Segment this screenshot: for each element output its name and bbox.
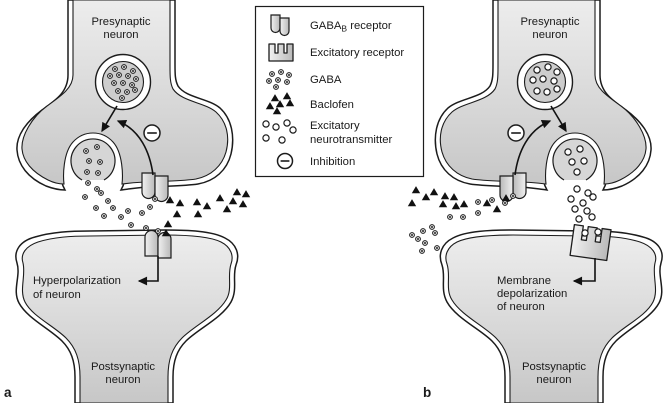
panel-letter-b: b bbox=[423, 385, 431, 400]
vesicle-transport-arrow-b bbox=[550, 105, 567, 133]
excitatory-receptor-icon bbox=[268, 43, 294, 62]
excitatory-receptor-postsynaptic-b bbox=[569, 224, 612, 262]
postsynaptic-neuron-label-b: Postsynaptic bbox=[522, 361, 586, 373]
effect-label-a: Hyperpolarization bbox=[33, 275, 121, 287]
baclofen-molecules-cleft-b bbox=[407, 186, 511, 213]
svg-text:of neuron: of neuron bbox=[33, 289, 81, 301]
excitatory-molecules-cleft-b bbox=[567, 185, 597, 223]
baclofen-molecules-cleft-a bbox=[161, 188, 251, 237]
effect-arrow-b bbox=[572, 258, 596, 286]
inhibition-icon-a bbox=[143, 124, 161, 142]
legend: GABAB receptor Excitatory receptor GABA … bbox=[254, 5, 425, 178]
panel-a: Presynaptic neuron Hyperpolarization of … bbox=[4, 0, 251, 403]
legend-label-excitatory-nt: Excitatory bbox=[310, 120, 360, 132]
svg-text:of neuron: of neuron bbox=[497, 301, 545, 313]
postsynaptic-neuron-label-a: Postsynaptic bbox=[91, 361, 155, 373]
legend-label-excitatory-receptor: Excitatory receptor bbox=[310, 47, 404, 59]
presynaptic-neuron-label-b: Presynaptic bbox=[520, 16, 579, 28]
svg-text:depolarization: depolarization bbox=[497, 288, 567, 300]
inhibition-feedback-arrow-a bbox=[116, 119, 154, 176]
inhibition-icon-b bbox=[507, 124, 525, 142]
effect-label-b: Membrane bbox=[497, 275, 551, 287]
legend-label-gaba: GABA bbox=[310, 74, 342, 86]
svg-text:neuron: neuron bbox=[105, 374, 140, 386]
presynaptic-neuron-label-a: Presynaptic bbox=[91, 16, 150, 28]
svg-text:neuron: neuron bbox=[103, 29, 138, 41]
svg-text:neuron: neuron bbox=[536, 374, 571, 386]
svg-text:neurotransmitter: neurotransmitter bbox=[310, 134, 392, 146]
gabab-receptor-postsynaptic-a bbox=[144, 229, 172, 259]
inhibition-icon bbox=[276, 152, 294, 170]
svg-text:neuron: neuron bbox=[532, 29, 567, 41]
gabab-receptor-icon bbox=[270, 14, 290, 37]
inhibition-feedback-arrow-b bbox=[514, 119, 552, 176]
legend-label-baclofen: Baclofen bbox=[310, 99, 354, 111]
vesicle-transport-arrow-a bbox=[101, 105, 118, 133]
effect-arrow-a bbox=[137, 256, 159, 286]
panel-b: Presynaptic neuron Membrane depolarizati… bbox=[407, 0, 663, 403]
legend-label-gabab-receptor: GABAB receptor bbox=[310, 20, 392, 34]
legend-label-inhibition: Inhibition bbox=[310, 156, 355, 168]
panel-letter-a: a bbox=[4, 385, 12, 400]
